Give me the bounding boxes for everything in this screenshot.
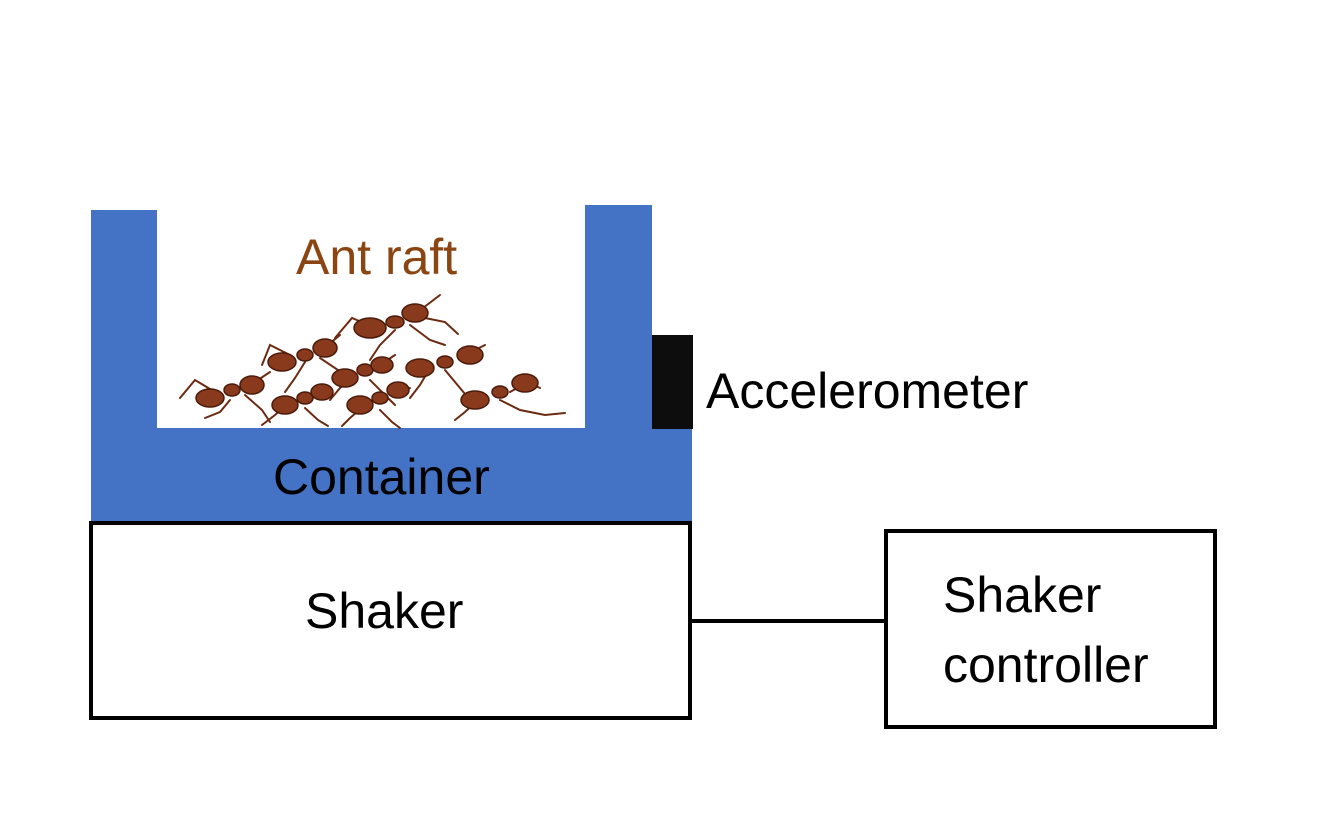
shaker-box xyxy=(89,521,692,720)
accelerometer-label: Accelerometer xyxy=(706,363,1029,419)
shaker-controller-label-line2: controller xyxy=(943,637,1149,693)
container-label: Container xyxy=(273,449,490,505)
ant-raft-label: Ant raft xyxy=(296,229,458,285)
shaker-label: Shaker xyxy=(305,583,464,639)
accelerometer-block xyxy=(652,335,693,429)
shaker-controller-label: Shaker controller xyxy=(943,560,1149,700)
shaker-controller-label-line1: Shaker xyxy=(943,567,1102,623)
shaker-controller-box xyxy=(884,529,1217,729)
container-shape xyxy=(91,205,692,522)
ant-cluster-icon xyxy=(179,294,566,429)
